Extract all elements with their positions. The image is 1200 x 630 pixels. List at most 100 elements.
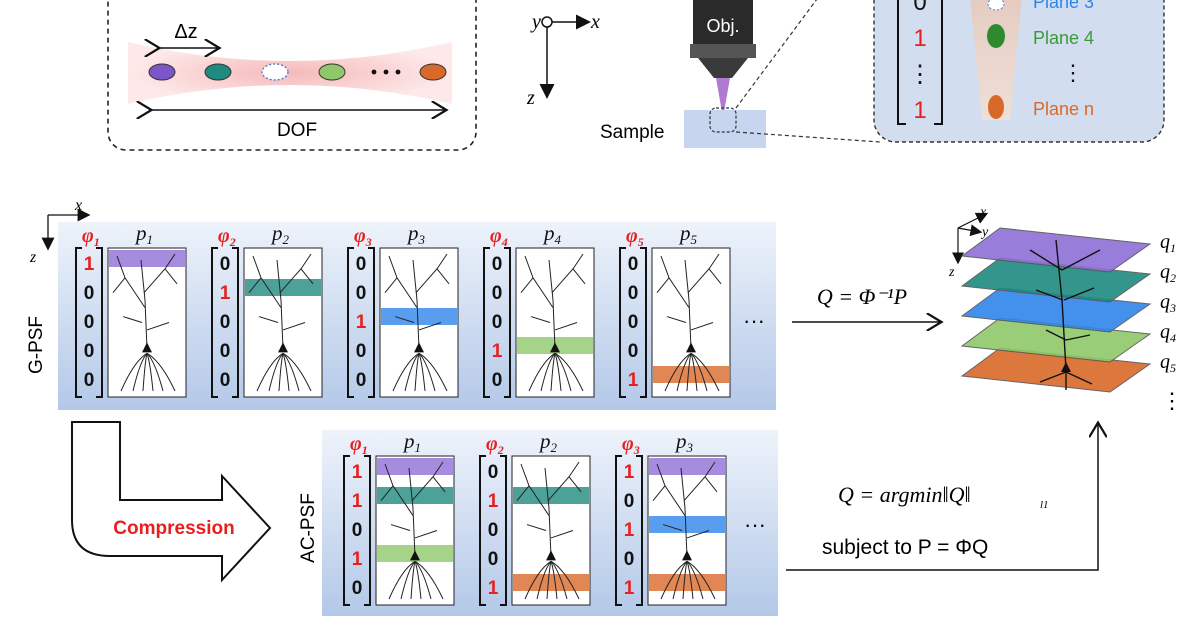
plane-band: [245, 279, 321, 296]
neuron-soma: [686, 342, 696, 353]
ellipsis-dot: [395, 69, 401, 75]
vector-entry: ⋮: [908, 61, 932, 88]
result-plane-label: q4: [1160, 321, 1176, 345]
plane-band: [109, 250, 185, 267]
neuron-branch: [1035, 289, 1064, 301]
neuron-basal-dendrite: [146, 352, 164, 392]
vector-entry: 0: [84, 312, 95, 333]
y-axis-out-of-page-icon: [541, 16, 553, 28]
neuron-basal-dendrite: [690, 352, 720, 392]
neuron-basal-dendrite: [256, 352, 284, 392]
result-ellipsis: ⋮: [1161, 388, 1183, 413]
neuron-trunk: [408, 467, 416, 558]
neuron-dendrite: [164, 268, 178, 285]
neuron-basal-dendrite: [418, 352, 448, 392]
vector-entry: 0: [352, 520, 363, 541]
vector-entry: 0: [352, 578, 363, 599]
dof-label: DOF: [277, 120, 317, 141]
neuron-dendrite: [414, 530, 438, 539]
neuron-basal-dendrite: [664, 352, 692, 392]
reconstruction-arrow: [786, 424, 1098, 571]
neuron-basal-dendrite: [524, 560, 552, 600]
plane-label-3: Plane 3: [1033, 0, 1094, 12]
compression-arrow: Compression: [71, 421, 272, 583]
neuron-basal-dendrite: [146, 352, 176, 392]
neuron-basal-dendrite: [278, 353, 284, 392]
zoom-line-lower: [735, 131, 881, 143]
argmin-equation: Q = argmin‖Q‖: [838, 482, 971, 507]
vector-entry: 0: [356, 254, 367, 275]
vector-entry: 0: [628, 312, 639, 333]
neuron-dendrite: [708, 268, 722, 285]
neuron-basal-dendrite: [404, 352, 420, 392]
neuron-basal-dendrite: [120, 352, 148, 392]
zoom-cone: [970, 0, 1022, 120]
vector-entry: 1: [913, 97, 926, 124]
neuron-basal-dendrite: [388, 560, 416, 600]
neuron-dendrite: [258, 316, 279, 323]
vector-entry: 0: [220, 254, 231, 275]
neuron-branch: [1063, 287, 1095, 301]
plane-dot-empty: [261, 63, 289, 81]
plane-label-4: Plane 4: [1033, 28, 1094, 48]
neuron-dendrite: [652, 485, 666, 502]
neuron-basal-dendrite: [282, 353, 290, 392]
plane-band: [513, 487, 589, 504]
neuron-dendrite: [572, 268, 586, 285]
neuron-dendrite: [390, 524, 411, 531]
zoom-box: [709, 107, 737, 133]
neuron-dendrite: [690, 322, 714, 331]
vector-entry: 1: [84, 254, 95, 275]
vector-entry: 0: [492, 254, 503, 275]
vector-bracket-right: [364, 455, 371, 606]
vector-entry: 0: [488, 520, 499, 541]
vector-entry: 1: [624, 578, 635, 599]
vector-entry: 0: [356, 341, 367, 362]
plane-band: [649, 516, 725, 533]
neuron-dendrite: [662, 524, 683, 531]
plane-ellipsis: ⋮: [1062, 60, 1084, 85]
neuron-dendrite: [282, 322, 306, 331]
compression-label: Compression: [113, 518, 234, 539]
vector-entry: 1: [624, 520, 635, 541]
neuron-branch: [1065, 334, 1091, 341]
neuron-soma: [414, 342, 424, 353]
vector-entry: 0: [624, 491, 635, 512]
plane-band: [377, 487, 453, 504]
neuron-dendrite: [554, 322, 578, 331]
vector-entry: 0: [84, 370, 95, 391]
neuron-soma: [142, 342, 152, 353]
neuron-trunk: [140, 259, 148, 350]
neuron-dendrite: [656, 277, 670, 294]
vector-entry: 0: [220, 370, 231, 391]
result-plane-label: q5: [1160, 351, 1176, 375]
vector-entry: 0: [84, 283, 95, 304]
compression-arrow-shape: [71, 421, 272, 583]
vector-bracket-right: [636, 455, 643, 606]
neuron-branch: [1065, 371, 1093, 385]
vector-entry: 0: [492, 283, 503, 304]
neuron-dendrite: [432, 476, 446, 493]
neuron-soma: [546, 550, 556, 561]
neuron-basal-dendrite: [268, 352, 284, 392]
neuron-soma: [682, 550, 692, 561]
plane-label-n: Plane n: [1033, 99, 1094, 119]
neuron-basal-dendrite: [146, 353, 154, 392]
plane-band: [377, 458, 453, 475]
neuron-branch: [1039, 371, 1067, 383]
vector-entry: 1: [352, 462, 363, 483]
plane-dot-orange: [419, 63, 447, 81]
result-y-axis-arrow: [957, 224, 983, 237]
zoom-panel-border: [873, 0, 1165, 143]
plane-band: [381, 308, 457, 325]
neuron-basal-dendrite: [682, 561, 688, 600]
vector-entry: 0: [84, 341, 95, 362]
neuron-trunk: [276, 259, 284, 350]
vector-entry: 0: [628, 341, 639, 362]
neuron-basal-dendrite: [550, 353, 556, 392]
neuron-dendrite: [384, 277, 398, 294]
dof-panel: Δz DOF: [107, 0, 477, 151]
neuron-basal-dendrite: [142, 353, 148, 392]
